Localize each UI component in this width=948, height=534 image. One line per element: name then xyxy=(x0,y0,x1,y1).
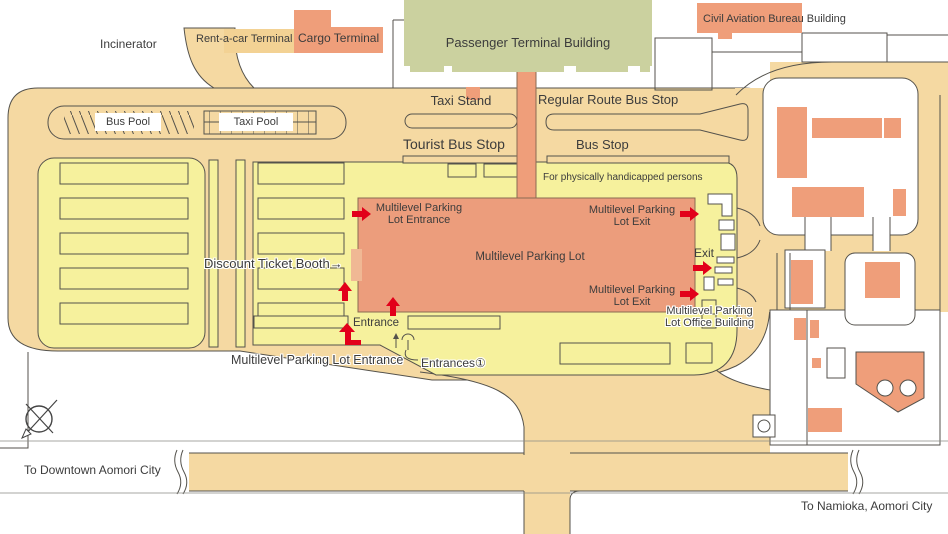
up-arrow-icon xyxy=(338,282,352,301)
passenger-terminal-building xyxy=(404,0,652,66)
passenger-terminal-label: Passenger Terminal Building xyxy=(445,35,611,50)
incinerator-label: Incinerator xyxy=(100,37,157,51)
regular-route-bus-stop-label: Regular Route Bus Stop xyxy=(538,92,679,107)
to-downtown-label: To Downtown Aomori City xyxy=(24,463,161,477)
highway xyxy=(185,452,855,492)
taxi-pool-label: Taxi Pool xyxy=(219,113,293,131)
tourist-bus-stop-label: Tourist Bus Stop xyxy=(403,136,505,152)
rent-a-car-building xyxy=(224,29,294,53)
pointer-arrow-icon: → xyxy=(329,256,343,271)
up-arrow-icon xyxy=(386,297,400,316)
multilevel-parking-lot-label: Multilevel Parking Lot xyxy=(475,251,585,263)
to-namioka-label: To Namioka, Aomori City xyxy=(801,499,933,513)
bus-stop-label: Bus Stop xyxy=(576,137,629,152)
side-exit-label: Exit xyxy=(694,246,715,260)
lot-entrance-road-label: Multilevel Parking Lot Entrance xyxy=(231,353,404,367)
cargo-terminal-label: Cargo Terminal xyxy=(298,31,380,45)
entrance-gate-icon xyxy=(401,333,415,341)
civil-aviation-label: Civil Aviation Bureau Building xyxy=(703,13,846,25)
bent-arrow-icon xyxy=(339,323,361,345)
discount-ticket-booth-label: Discount Ticket Booth→ xyxy=(204,256,343,271)
flow-arrows xyxy=(338,207,712,345)
boundary-line xyxy=(0,352,29,449)
compass-icon xyxy=(21,399,58,439)
south-road-stem xyxy=(524,427,570,534)
side-exit-arrow-icon xyxy=(693,261,712,275)
exit-ne-arrow-icon xyxy=(680,207,699,221)
exit-se-arrow-icon xyxy=(680,287,699,301)
entrance-arrow-icon xyxy=(352,207,371,221)
taxi-stand-island xyxy=(404,113,518,129)
taxi-stand-label: Taxi Stand xyxy=(430,93,492,108)
exit-gate-structure xyxy=(707,193,733,217)
buildings xyxy=(224,0,925,445)
map-details xyxy=(0,193,948,495)
civil-aviation-building xyxy=(697,3,802,33)
entrances-numbered-label: Entrances① xyxy=(421,356,486,370)
handicapped-note-label: For physically handicapped persons xyxy=(543,172,703,183)
cargo-terminal-building xyxy=(294,27,383,53)
entrance-south-label: Entrance xyxy=(353,317,400,329)
terminal-walkway xyxy=(516,65,537,199)
incinerator-building xyxy=(466,87,480,100)
discount-ticket-booth-building xyxy=(351,249,362,281)
bus-pool-label: Bus Pool xyxy=(95,113,161,131)
rent-a-car-label: Rent-a-car Terminal xyxy=(196,33,293,45)
multilevel-parking-lot xyxy=(357,197,696,313)
bus-stop-island xyxy=(545,103,749,141)
south-junction xyxy=(420,368,770,470)
